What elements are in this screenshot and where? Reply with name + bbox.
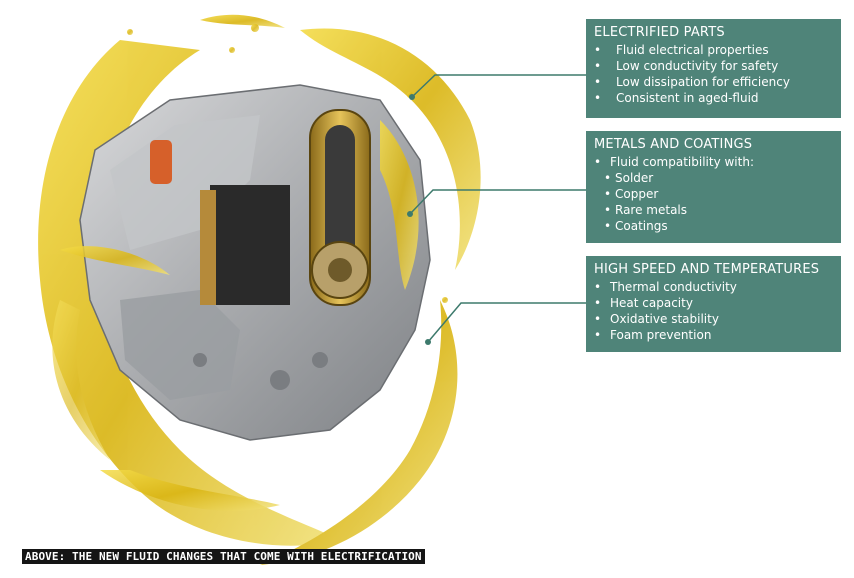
callout-metals-and-coatings: METALS AND COATINGS •Fluid compatibility…: [586, 131, 841, 243]
callout-title: METALS AND COATINGS: [594, 137, 753, 152]
orange-connector: [150, 140, 172, 184]
callout-list: •Thermal conductivity •Heat capacity •Ox…: [594, 279, 833, 343]
motor-section: [210, 185, 290, 305]
callout-title: ELECTRIFIED PARTS: [594, 25, 725, 40]
list-item: •Low conductivity for safety: [594, 59, 779, 73]
callout-list: •Fluid compatibility with: •Solder •Copp…: [594, 154, 833, 234]
list-item: •Rare metals: [604, 203, 688, 217]
list-item: •Thermal conductivity: [594, 280, 737, 294]
list-item: •Solder: [604, 171, 654, 185]
chain-drive: [309, 109, 371, 306]
transmission-housing: [79, 84, 431, 441]
list-item: •Oxidative stability: [594, 312, 719, 326]
figure-caption: ABOVE: THE NEW FLUID CHANGES THAT COME W…: [22, 549, 425, 564]
list-item: •Copper: [604, 187, 659, 201]
list-item: •Heat capacity: [594, 296, 693, 310]
list-item: •Fluid electrical properties: [594, 43, 769, 57]
callout-high-speed-and-temperatures: HIGH SPEED AND TEMPERATURES •Thermal con…: [586, 256, 841, 352]
list-item: •Foam prevention: [594, 328, 712, 342]
callout-list: •Fluid electrical properties •Low conduc…: [594, 42, 833, 106]
oil-splash: [38, 14, 481, 565]
oil-splash-front: [60, 24, 448, 511]
list-item: •Low dissipation for efficiency: [594, 75, 790, 89]
callout-title: HIGH SPEED AND TEMPERATURES: [594, 262, 820, 277]
leader-lines: [409, 74, 586, 343]
list-item: •Consistent in aged-fluid: [594, 91, 759, 105]
list-item: •Coatings: [604, 219, 668, 233]
callout-electrified-parts: ELECTRIFIED PARTS •Fluid electrical prop…: [586, 19, 841, 118]
list-item: •Fluid compatibility with:: [594, 155, 754, 169]
leader-dots: [407, 94, 431, 345]
